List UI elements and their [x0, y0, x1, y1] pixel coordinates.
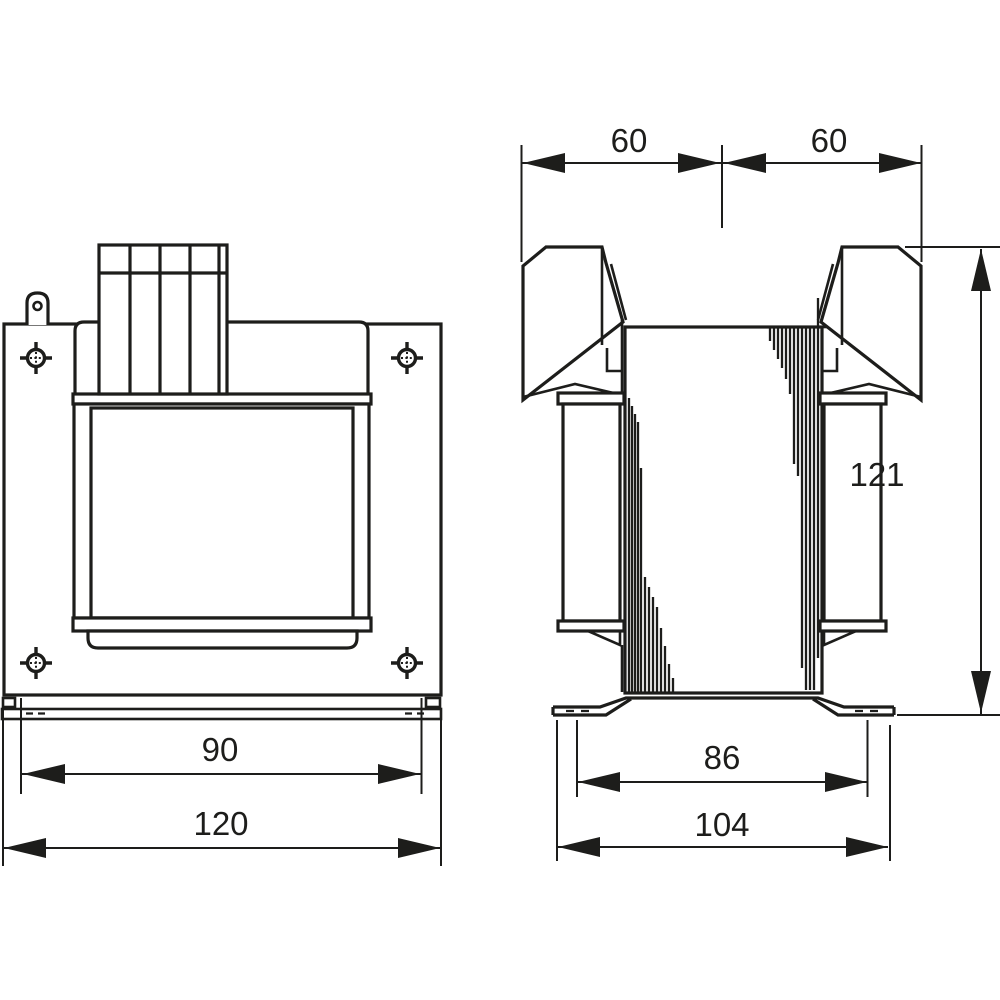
base-lower-left [553, 697, 632, 717]
flange-column-right [822, 402, 883, 623]
foot-band [0, 707, 443, 721]
lamination-hatch-bottom [627, 398, 675, 692]
arrowhead [825, 772, 867, 792]
clamp-right [816, 245, 923, 404]
dim-120: 120 [2, 700, 442, 866]
dim-86: 86 [576, 720, 869, 797]
arrowhead [378, 764, 420, 784]
clamp-right-gusset [821, 382, 922, 399]
dim-text-86: 86 [704, 739, 741, 776]
flange-cap-bottom-right [818, 619, 888, 633]
coil-side [556, 391, 888, 692]
flange-cap-top-right [818, 391, 888, 406]
arrowhead [846, 837, 888, 857]
dim-text-90: 90 [202, 731, 239, 768]
clamp-right-edge2 [816, 263, 835, 321]
terminal-block-body [97, 243, 229, 396]
base-upper-edge [553, 696, 894, 709]
core-window [72, 402, 371, 620]
clamp-left-step [605, 348, 622, 373]
dim-121: 121 [849, 246, 1000, 716]
dim-60-left: 60 [520, 122, 921, 262]
flange-column-left [561, 402, 622, 623]
gusset-bottom-left [587, 629, 622, 647]
mounting-hole-target [20, 647, 52, 679]
core-stack [623, 325, 824, 695]
dim-104: 104 [556, 720, 891, 861]
foot-bend-right [424, 696, 442, 709]
arrowhead [971, 249, 991, 291]
arrowhead [558, 837, 600, 857]
clamp-left-face [521, 245, 625, 404]
clamp-left [521, 245, 628, 404]
side-base [551, 696, 896, 717]
dimensions: 60 60 121 90 [2, 122, 1000, 866]
dim-text-104: 104 [694, 806, 749, 843]
arrowhead [23, 764, 65, 784]
dim-text-60-left: 60 [611, 122, 648, 159]
front-view [0, 243, 443, 721]
arrowhead [724, 153, 766, 173]
arrowhead [971, 671, 991, 713]
dim-60-right: 60 [724, 122, 923, 262]
mounting-hole-target [20, 342, 52, 374]
dim-90: 90 [20, 698, 423, 794]
clamp-left-edge2 [609, 263, 628, 321]
flange-cap-top-left [556, 391, 626, 406]
flange-cap-bottom-left [556, 619, 626, 633]
base-lower-right [812, 697, 894, 717]
arrowhead [678, 153, 720, 173]
arrowhead [398, 838, 440, 858]
dim-text-60-right: 60 [811, 122, 848, 159]
dim-text-120: 120 [193, 805, 248, 842]
front-foot [0, 696, 443, 721]
foot-bend-left [1, 696, 17, 709]
arrowhead [578, 772, 620, 792]
arrowhead [4, 838, 46, 858]
clamp-left-gusset [522, 382, 623, 399]
bobbin-tray [86, 629, 359, 650]
terminal-block [97, 243, 229, 396]
mounting-holes [20, 342, 423, 679]
mounting-hole-target [391, 647, 423, 679]
lamination-hatch-top [768, 298, 820, 690]
terminal-tab-hole [32, 300, 43, 312]
arrowhead [879, 153, 921, 173]
clamp-right-face [819, 245, 923, 404]
clamp-right-step [822, 348, 839, 373]
dim-text-121: 121 [849, 456, 904, 493]
gusset-bottom-right [822, 629, 857, 647]
bobbin-bottom-flange [71, 616, 373, 633]
mounting-hole-target [391, 342, 423, 374]
arrowhead [523, 153, 565, 173]
side-view [521, 245, 923, 717]
terminal-tab [25, 291, 50, 325]
